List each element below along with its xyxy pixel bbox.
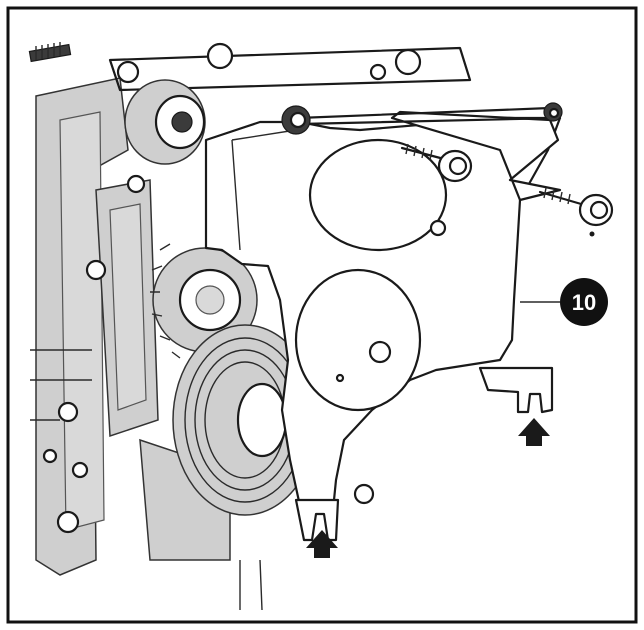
lower-support-lines	[239, 559, 263, 611]
locating-arrow-lower-left	[306, 530, 338, 558]
reference-dot	[589, 231, 595, 237]
locating-arrow-right	[518, 418, 550, 446]
cover-top-washer	[281, 102, 563, 135]
cover-bolt-upper	[400, 143, 473, 183]
timing-cover-plate	[204, 116, 562, 542]
crankshaft-sprocket	[150, 243, 258, 359]
cover-bolt-lower	[538, 187, 614, 227]
callout-circle	[560, 278, 608, 326]
lower-bolt-hole	[353, 483, 375, 505]
callout-label: 10	[572, 290, 596, 315]
engine-block	[30, 77, 231, 576]
idler-pulley	[124, 79, 206, 165]
upper-rail	[108, 42, 472, 92]
illustration-frame	[6, 6, 638, 624]
top-left-bolt	[28, 42, 72, 63]
cover-upper-bracket	[296, 106, 562, 202]
callout-10: 10	[560, 278, 608, 326]
